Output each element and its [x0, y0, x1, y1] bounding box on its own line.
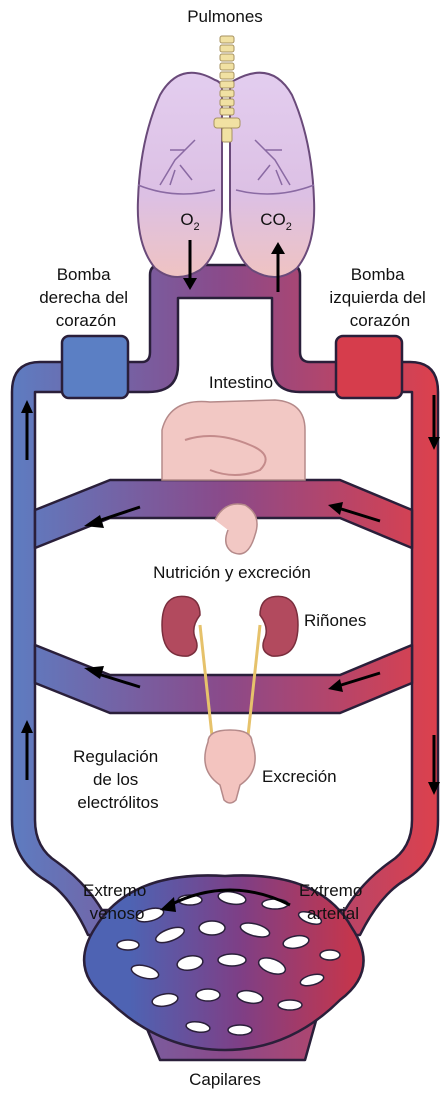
- right-lung: [138, 73, 222, 277]
- right-heart-pump: [62, 336, 128, 398]
- left-pump-label: Bomba izquierda del corazón: [329, 265, 430, 330]
- right-kidney: [162, 596, 200, 656]
- nutrition-label: Nutrición y excreción: [153, 563, 311, 582]
- right-pump-label: Bomba derecha del corazón: [39, 265, 133, 330]
- left-heart-pump: [336, 336, 402, 398]
- kidneys-label: Riñones: [304, 611, 366, 630]
- capillary-network: [84, 875, 363, 1050]
- lungs-illustration: [138, 36, 314, 277]
- capillaries-label: Capilares: [189, 1070, 261, 1089]
- left-kidney: [260, 596, 298, 656]
- intestine-label: Intestino: [209, 373, 273, 392]
- excretion-label: Excreción: [262, 767, 337, 786]
- lungs-label: Pulmones: [187, 7, 263, 26]
- left-lung: [230, 73, 314, 277]
